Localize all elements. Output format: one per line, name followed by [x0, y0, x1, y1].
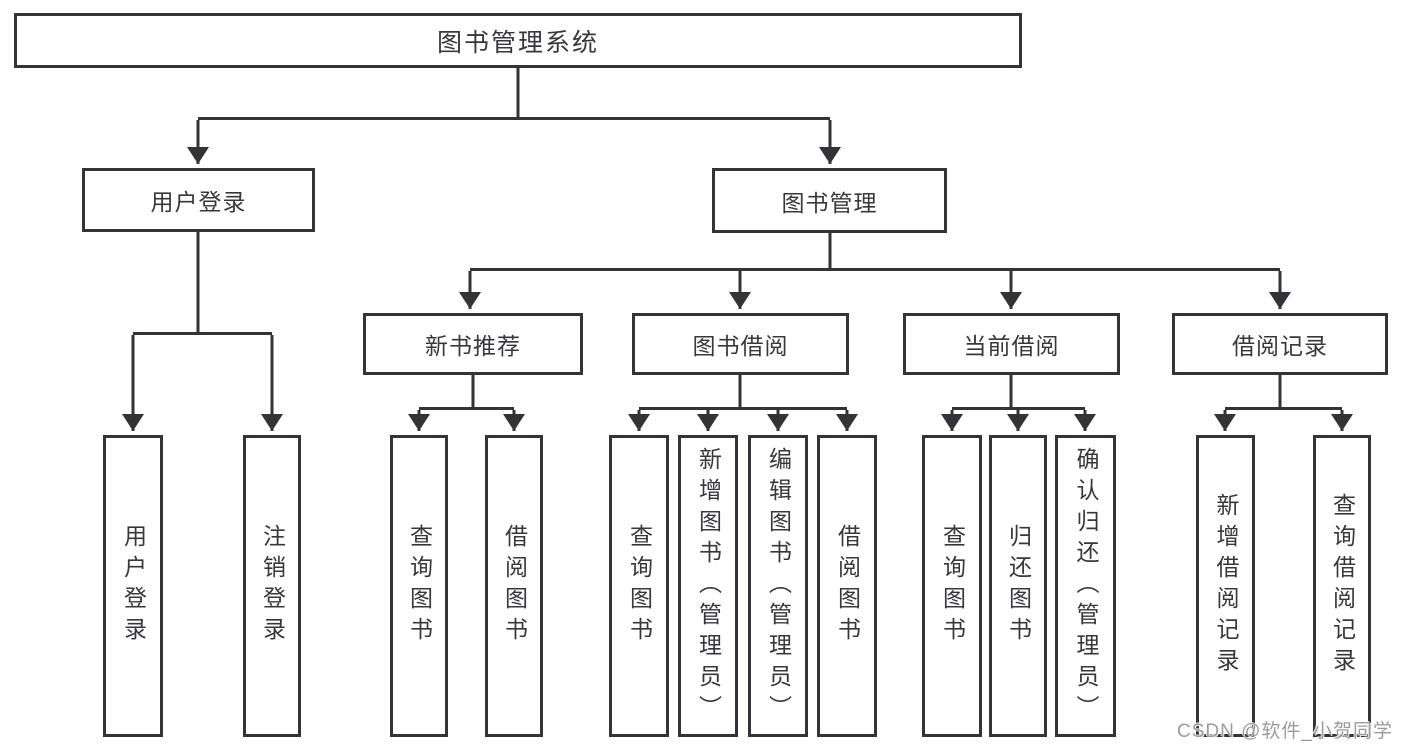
- leaf-edit-books-admin: 编辑图书（管理员）: [748, 435, 808, 737]
- node-new-book-recommend: 新书推荐: [363, 313, 583, 375]
- node-book-borrow: 图书借阅: [632, 313, 849, 375]
- leaf-confirm-return-admin: 确认归还（管理员）: [1055, 435, 1116, 737]
- leaf-recommend-borrow-books: 借阅图书: [485, 435, 543, 737]
- node-current-borrow: 当前借阅: [903, 313, 1120, 375]
- leaf-add-books-admin: 新增图书（管理员）: [678, 435, 738, 737]
- leaf-query-borrow-record: 查询借阅记录: [1313, 435, 1371, 737]
- leaf-current-query-books: 查询图书: [922, 435, 982, 737]
- leaf-logout: 注销登录: [243, 435, 301, 737]
- node-library-system: 图书管理系统: [14, 13, 1022, 68]
- node-borrow-records: 借阅记录: [1172, 313, 1388, 375]
- watermark: CSDN @软件_小贺同学: [1177, 721, 1393, 742]
- leaf-user-login: 用户登录: [103, 435, 163, 737]
- leaf-borrow-query-books: 查询图书: [609, 435, 669, 737]
- leaf-return-books: 归还图书: [989, 435, 1047, 737]
- node-user-login: 用户登录: [82, 168, 315, 232]
- leaf-borrow-books: 借阅图书: [817, 435, 877, 737]
- leaf-recommend-query-books: 查询图书: [390, 435, 448, 737]
- node-book-management: 图书管理: [712, 168, 947, 233]
- leaf-add-borrow-record: 新增借阅记录: [1196, 435, 1255, 737]
